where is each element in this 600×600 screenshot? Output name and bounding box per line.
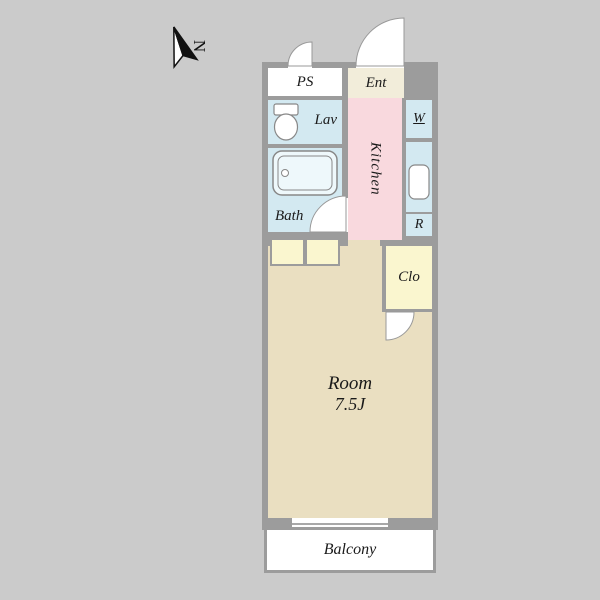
washer-space: W <box>406 100 432 138</box>
storage-box <box>305 238 340 266</box>
kitchen-room: Kitchen <box>348 98 402 240</box>
bath-label: Bath <box>275 207 304 224</box>
balcony-label: Balcony <box>323 541 377 559</box>
main-room-label: Room <box>327 373 373 394</box>
north-arrow-icon <box>173 26 199 69</box>
washer-label: W <box>413 111 425 127</box>
kitchen-room-opening <box>348 240 380 248</box>
refrigerator-label: R <box>414 217 424 233</box>
lavatory-label: Lav <box>314 112 338 128</box>
north-label: N <box>190 40 209 52</box>
main-room-label-block: Room 7.5J <box>268 373 432 415</box>
refrigerator-space: R <box>406 214 432 236</box>
bathroom: Bath <box>268 148 342 232</box>
north-compass: N <box>173 26 209 69</box>
balcony: Balcony <box>264 527 436 573</box>
closet: Clo <box>382 246 432 312</box>
entrance-room: Ent <box>348 68 404 98</box>
ps-label: PS <box>296 73 314 90</box>
kitchen-counter <box>406 142 432 212</box>
ps-room: PS <box>268 68 342 96</box>
main-room-size: 7.5J <box>334 393 366 414</box>
entrance-label: Ent <box>365 74 387 91</box>
storage-box <box>270 238 305 266</box>
closet-label: Clo <box>398 269 420 286</box>
lavatory-room: Lav <box>268 100 342 144</box>
window-line <box>292 523 388 525</box>
entrance-door-arc <box>355 17 405 67</box>
kitchen-label: Kitchen <box>367 142 384 196</box>
